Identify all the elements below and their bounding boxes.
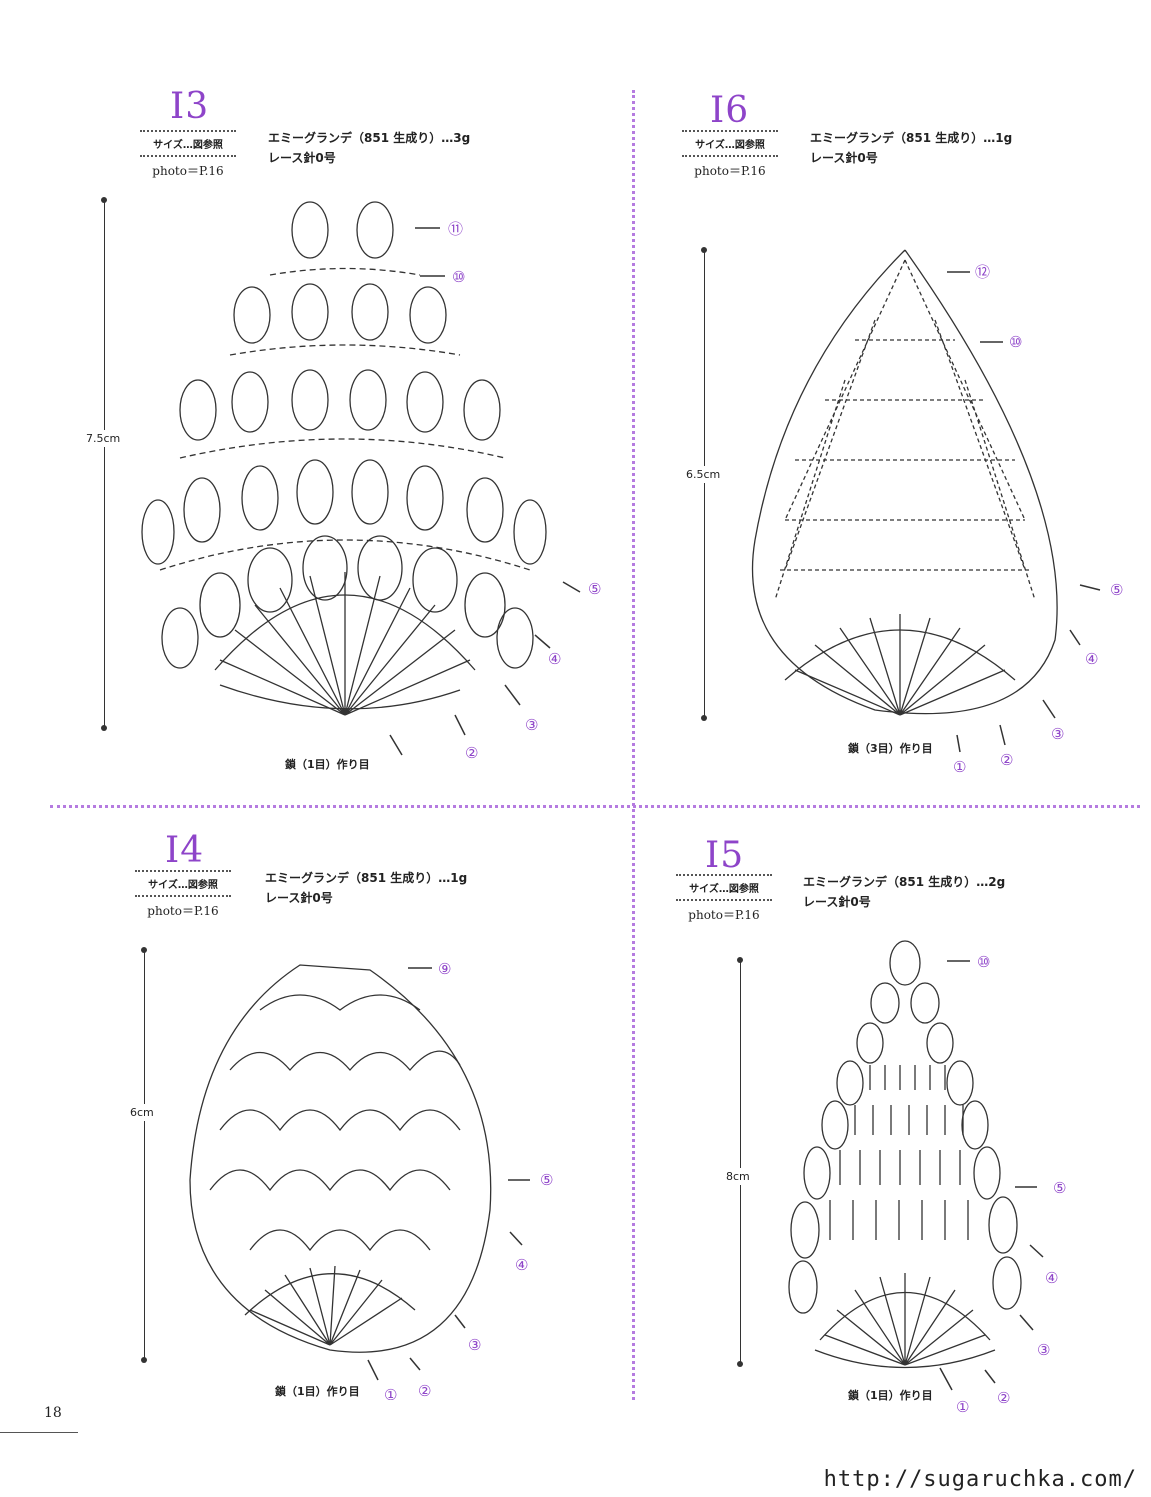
leaf-outline [751,249,1058,715]
size-label: サイズ…図参照 [689,884,759,895]
cluster-rows [788,940,1022,1314]
photo-ref: photo＝P.16 [688,908,760,922]
row-label: ③ [468,1336,481,1354]
fan-base [784,614,1016,716]
row-label: ⑩ [977,953,990,971]
row-label: ④ [1085,650,1098,668]
row-indicators: ⑪ ⑩ ⑤ ④ ③ ② ① [389,220,601,760]
fan-base [814,1273,996,1369]
chain-loops [159,267,531,571]
size-label: サイズ…図参照 [148,880,218,891]
watermark-url: http://sugaruchka.com/ [823,1467,1137,1492]
row-indicators: ⑫ ⑩ ⑤ ④ ③ ② ① [947,263,1123,776]
size-label-value: 6cm [130,1104,154,1121]
size-scale-line [141,947,147,1363]
material-info: エミーグランデ（851 生成り）…2g レース針0号 [803,872,1005,912]
material-info: エミーグランデ（851 生成り）…1g レース針0号 [265,868,467,908]
material-info: エミーグランデ（851 生成り）…1g レース針0号 [810,128,1012,168]
photo-ref: photo＝P.16 [147,904,219,918]
yarn-label: エミーグランデ（851 生成り）…1g [265,871,468,885]
row-label: ② [418,1382,431,1400]
material-info: エミーグランデ（851 生成り）…3g レース針0号 [268,128,470,168]
vertical-divider [632,90,635,1400]
row-label: ③ [1051,725,1064,743]
pattern-number: I6 [710,90,750,131]
row-indicators: ⑩ ⑤ ④ ③ ② [947,953,1066,1405]
row-label: ③ [1037,1341,1050,1359]
svg-text:①: ① [956,1398,969,1416]
row-label: ① [953,758,966,776]
row-label: ④ [548,650,561,668]
lattice-mesh [774,259,1036,601]
row-label: ⑤ [540,1171,553,1189]
row-label: ④ [515,1256,528,1274]
hook-label: レース針0号 [803,895,871,909]
row-label: ⑩ [452,268,465,286]
start-label: 鎖（1目）作り目 [848,1389,933,1402]
meta-box: サイズ…図参照 photo＝P.16 [676,872,772,923]
yarn-label: エミーグランデ（851 生成り）…1g [810,131,1013,145]
crochet-chart-i4: ⑨ ⑤ ④ ③ ② ① [189,960,553,1400]
row-indicators: ⑨ ⑤ ④ ③ ② ① [367,960,553,1400]
meta-box: サイズ…図参照 photo＝P.16 [682,128,778,179]
photo-ref: photo＝P.16 [152,164,224,178]
photo-ref: photo＝P.16 [694,164,766,178]
row-label: ⑨ [438,960,451,978]
meta-box: サイズ…図参照 photo＝P.16 [140,128,236,179]
hook-label: レース針0号 [810,151,878,165]
fan-base [244,1265,416,1346]
size-label: サイズ…図参照 [153,140,223,151]
start-label: 鎖（1目）作り目 [275,1385,360,1398]
crochet-chart-i3: ⑪ ⑩ ⑤ ④ ③ ② ① [141,201,601,760]
row-label: ⑫ [975,263,990,281]
size-label-value: 6.5cm [686,466,721,483]
pattern-number: I4 [165,830,205,871]
row-label: ⑩ [1009,333,1022,351]
stitch-columns [829,1065,969,1240]
start-label: 鎖（3目）作り目 [848,742,933,755]
pattern-number: I3 [170,86,210,127]
leaf-outline [189,964,492,1353]
meta-box: サイズ…図参照 photo＝P.16 [135,868,231,919]
crochet-chart-i6: ⑫ ⑩ ⑤ ④ ③ ② ① [751,249,1123,776]
row-indicator-first: ① [939,1367,969,1416]
horizontal-divider [50,805,1140,808]
yarn-label: エミーグランデ（851 生成り）…2g [803,875,1006,889]
row-label: ② [997,1389,1010,1405]
start-label: 鎖（1目）作り目 [285,758,370,771]
row-label: ⑪ [448,220,463,238]
row-label: ④ [1045,1269,1058,1287]
page-number: 18 [44,1405,62,1421]
crochet-chart-i5: ⑩ ⑤ ④ ③ ② [788,940,1066,1405]
hook-label: レース針0号 [265,891,333,905]
fan-base [214,572,476,716]
cluster-rows [141,201,547,669]
row-label: ⑤ [1110,581,1123,599]
size-label: サイズ…図参照 [695,140,765,151]
row-label: ① [384,1386,397,1400]
size-scale-line [101,197,107,731]
row-label: ② [1000,751,1013,769]
page-number-rule [0,1432,78,1433]
row-label: ③ [525,716,538,734]
yarn-label: エミーグランデ（851 生成り）…3g [268,131,471,145]
size-scale-line [701,247,707,721]
pattern-number: I5 [705,835,745,876]
size-label-value: 8cm [726,1168,750,1185]
row-label: ⑤ [588,580,601,598]
row-label: ⑤ [1053,1179,1066,1197]
size-scale-line [737,957,743,1367]
size-label-value: 7.5cm [86,430,121,447]
arch-rows [209,994,461,1252]
hook-label: レース針0号 [268,151,336,165]
row-label: ② [465,744,478,760]
